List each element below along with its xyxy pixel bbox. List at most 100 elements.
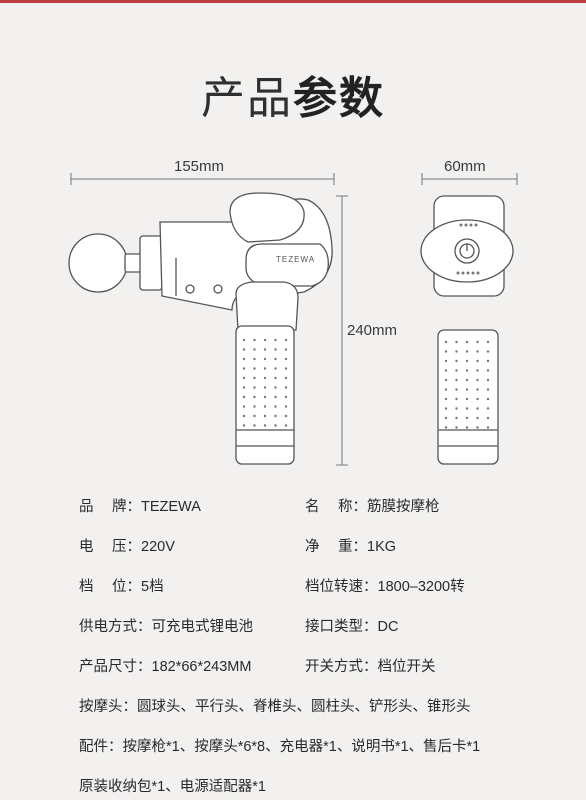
handle-dot — [455, 340, 458, 344]
title-part-2: 参数 — [293, 73, 385, 124]
handle-dot — [284, 348, 288, 351]
handle-dot — [444, 350, 448, 353]
handle-dot — [263, 405, 267, 408]
handle-dot — [455, 397, 458, 401]
spec-interface-type: 接口类型：DC — [305, 619, 399, 635]
handle-dot — [263, 414, 267, 418]
handle-dot — [465, 359, 469, 363]
handle-dot — [465, 426, 469, 429]
handle-dot — [465, 369, 469, 372]
handle-dot — [284, 338, 288, 342]
handle-dot — [253, 338, 256, 342]
handle-dot — [486, 378, 490, 382]
handle-dot — [263, 338, 267, 342]
handle-dot — [274, 367, 277, 370]
handle-dot — [476, 350, 479, 353]
handle-dot — [455, 359, 458, 363]
handle-dot — [476, 416, 479, 420]
handle-dot — [476, 369, 479, 372]
ball-head — [68, 233, 128, 293]
handle-dot — [253, 357, 256, 361]
handle-dot — [274, 405, 277, 408]
handle-dot — [444, 397, 448, 401]
handle-dot — [465, 350, 469, 353]
handle-dot — [253, 348, 256, 351]
handle-dot — [253, 405, 256, 408]
handle-dot — [263, 367, 267, 370]
spec-product-size: 产品尺寸：182*66*243MM — [79, 659, 252, 675]
handle-dot — [455, 416, 458, 420]
handle-dot — [455, 350, 458, 353]
handle-dot — [253, 424, 256, 427]
handle-dot — [274, 348, 277, 351]
handle-dot — [242, 348, 246, 351]
handle-dot — [444, 416, 448, 420]
handle-dot — [444, 407, 448, 410]
handle-dot — [274, 338, 277, 342]
handle-dot — [465, 340, 469, 344]
handle-dot — [263, 395, 267, 399]
handle-dot — [263, 424, 267, 427]
handle — [235, 325, 295, 465]
handle-dot — [253, 376, 256, 380]
handle-dot — [486, 426, 490, 429]
handle-dot — [455, 369, 458, 372]
handle-dot — [242, 414, 246, 418]
handle-dot — [465, 388, 469, 391]
spec-key: 品牌： — [79, 499, 141, 515]
front-handle — [437, 329, 499, 465]
speed-indicator-dots — [456, 223, 480, 275]
spec-key: 名称： — [305, 499, 367, 515]
handle-dot — [284, 386, 288, 389]
handle-dot — [444, 340, 448, 344]
handle-dot — [284, 424, 288, 427]
handle-dot — [486, 369, 490, 372]
width-dimension-label: 155mm — [174, 158, 225, 175]
spec-power-supply: 供电方式：可充电式锂电池 — [79, 619, 253, 635]
spec-brand: 品牌：TEZEWA — [79, 496, 201, 518]
spec-gears: 档位：5档 — [79, 576, 164, 598]
handle-dot — [455, 388, 458, 391]
handle-dot — [284, 367, 288, 370]
handle-dot — [274, 414, 277, 418]
handle-dot — [263, 348, 267, 351]
handle-dot — [444, 378, 448, 382]
handle-dot — [284, 405, 288, 408]
handle-dot — [253, 414, 256, 418]
handle-dot — [455, 426, 458, 429]
handle-dot — [476, 397, 479, 401]
spec-switch-mode: 开关方式：档位开关 — [305, 659, 436, 675]
handle-dot — [476, 340, 479, 344]
handle-dot — [476, 359, 479, 363]
handle-dot — [444, 426, 448, 429]
handle-dot — [263, 376, 267, 380]
handle-dot — [284, 414, 288, 418]
spec-accessories: 配件：按摩枪*1、按摩头*6*8、充电器*1、说明书*1、售后卡*1 — [79, 739, 481, 755]
handle-dot — [274, 424, 277, 427]
handle-dot — [274, 395, 277, 399]
spec-gear-speed: 档位转速：1800–3200转 — [305, 579, 465, 595]
handle-dot — [242, 357, 246, 361]
handle-dot — [486, 359, 490, 363]
handle-dot — [465, 378, 469, 382]
massage-gun-side-view — [68, 192, 333, 465]
handle-dot — [486, 340, 490, 344]
handle-dot — [284, 395, 288, 399]
height-dimension-label: 240mm — [347, 322, 398, 339]
side-handle-dots — [242, 338, 288, 427]
page-title: 产品参数 — [0, 62, 586, 126]
handle-dot — [444, 388, 448, 391]
handle-dot — [476, 407, 479, 410]
title-part-1: 产品 — [201, 73, 293, 124]
handle-dot — [465, 416, 469, 420]
handle-dot — [263, 357, 267, 361]
brand-mark: TEZEWA — [276, 255, 315, 264]
handle-dot — [242, 367, 246, 370]
handle-dot — [455, 378, 458, 382]
handle-dot — [455, 407, 458, 410]
front-handle-dots — [444, 340, 490, 429]
handle-dot — [242, 405, 246, 408]
spec-massage-heads: 按摩头：圆球头、平行头、脊椎头、圆柱头、铲形头、锥形头 — [79, 699, 471, 715]
top-accent-rule — [0, 0, 586, 3]
handle-dot — [242, 424, 246, 427]
